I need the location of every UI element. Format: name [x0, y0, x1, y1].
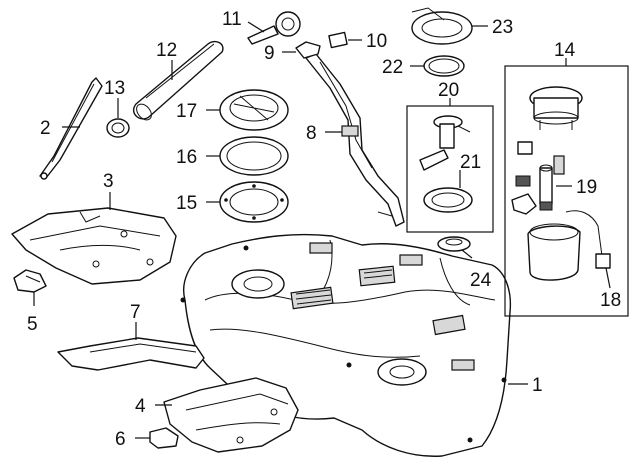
lower-shield-part [163, 377, 299, 453]
filler-hose-part [132, 40, 224, 121]
heat-shield-part [11, 207, 177, 285]
fuel-sender-part [419, 115, 471, 171]
callout-label-9: 9 [264, 43, 275, 64]
callout-label-21: 21 [460, 152, 481, 173]
clamp-part [106, 118, 130, 138]
callout-label-1: 1 [532, 375, 543, 396]
lock-ring-part [219, 89, 289, 131]
callout-label-6: 6 [115, 429, 126, 450]
pump-reservoir-part [527, 210, 611, 281]
sender-gasket-part [423, 187, 473, 213]
sender-lock-ring-part [411, 7, 473, 45]
cap-part [437, 236, 471, 252]
small-bracket-part [149, 427, 179, 449]
callout-label-17: 17 [176, 101, 197, 122]
callout-label-3: 3 [103, 171, 114, 192]
protector-part [57, 337, 205, 371]
callout-label-24: 24 [470, 270, 492, 291]
callout-label-10: 10 [366, 31, 387, 52]
retainer-plate-part [219, 181, 289, 223]
callout-label-13: 13 [104, 78, 125, 99]
callout-label-16: 16 [176, 147, 197, 168]
callout-label-5: 5 [27, 314, 38, 335]
callout-label-15: 15 [176, 193, 197, 214]
tank-strap-part [39, 77, 103, 180]
fuel-pump-part [539, 164, 553, 211]
fuel-pump-module-part [529, 86, 583, 130]
callout-label-23: 23 [492, 17, 513, 38]
callout-label-22: 22 [382, 57, 403, 78]
gasket-part [219, 136, 289, 176]
fuel-cap-part [247, 11, 301, 45]
callout-label-20: 20 [438, 80, 459, 101]
seal-ring-part [295, 41, 321, 59]
clip-part [328, 31, 348, 49]
callout-label-12: 12 [156, 40, 177, 61]
callout-label-18: 18 [600, 290, 621, 311]
o-ring-part [423, 55, 465, 77]
callout-label-2: 2 [40, 118, 51, 139]
filler-pipe-part [305, 53, 405, 227]
callout-label-19: 19 [576, 177, 597, 198]
callout-label-11: 11 [222, 9, 242, 30]
callout-label-7: 7 [130, 302, 141, 323]
callout-label-8: 8 [306, 123, 317, 144]
callout-label-14: 14 [554, 40, 576, 61]
callout-label-4: 4 [135, 396, 146, 417]
pump-brackets-part [511, 141, 565, 215]
bracket-part [13, 269, 47, 293]
